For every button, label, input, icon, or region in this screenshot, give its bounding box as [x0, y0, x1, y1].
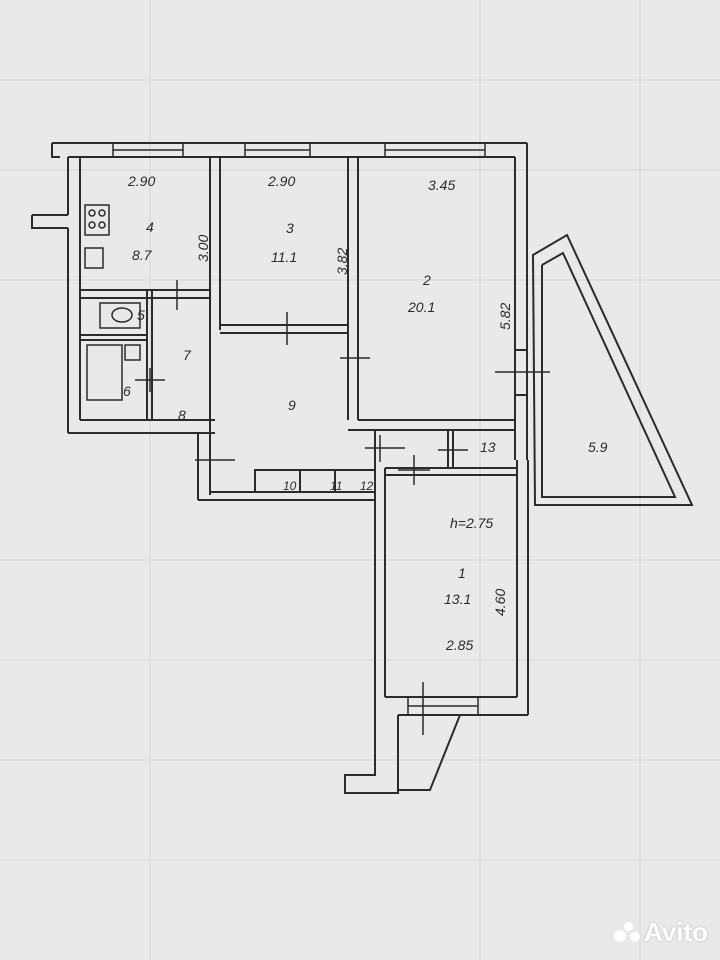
walls — [31, 142, 694, 794]
kitchen-area: 8.7 — [132, 247, 153, 263]
ceiling-height: h=2.75 — [450, 515, 493, 531]
room-2-length: 5.82 — [497, 303, 513, 330]
watermark-brand: Avito — [643, 917, 708, 947]
room-2-width: 3.45 — [428, 177, 455, 193]
kitchen-number: 4 — [146, 219, 154, 235]
hall-number: 9 — [288, 397, 296, 413]
closet-11-number: 11 — [330, 479, 342, 493]
room-3-width: 2.90 — [267, 173, 295, 189]
corridor-number: 7 — [183, 347, 192, 363]
closet-8-number: 8 — [178, 407, 186, 423]
watermark: Avito — [613, 917, 708, 948]
balcony-area: 5.9 — [588, 439, 608, 455]
room-3-area: 11.1 — [271, 249, 297, 265]
room-1-width: 2.85 — [445, 637, 473, 653]
toilet-icon — [99, 302, 141, 329]
bath-number: 6 — [123, 383, 131, 399]
stove-icon — [84, 204, 110, 236]
closet-10-number: 10 — [283, 479, 297, 493]
room-2-number: 2 — [422, 272, 431, 288]
bathtub-icon — [86, 344, 123, 401]
washbasin-icon — [124, 344, 141, 361]
room-1-number: 1 — [458, 565, 466, 581]
wc-number: 5 — [137, 307, 145, 323]
room-3-number: 3 — [286, 220, 294, 236]
closet-12-number: 12 — [360, 479, 374, 493]
avito-logo-icon — [613, 921, 640, 944]
windows — [112, 142, 486, 716]
kitchen-width: 2.90 — [127, 173, 155, 189]
room-2-area: 20.1 — [407, 299, 435, 315]
sink-icon — [84, 247, 104, 269]
room-1-length: 4.60 — [492, 589, 508, 616]
door-marks — [135, 280, 550, 735]
kitchen-length: 3.00 — [195, 235, 211, 262]
corridor-13-number: 13 — [480, 439, 496, 455]
room-1-area: 13.1 — [444, 591, 471, 607]
room-3-length: 3.82 — [334, 248, 350, 275]
fixtures — [84, 204, 141, 401]
